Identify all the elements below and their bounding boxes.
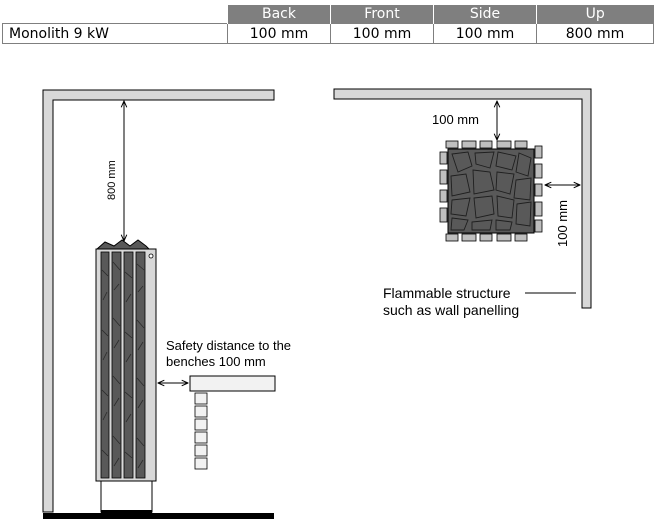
back-distance-label: 100 mm	[432, 112, 479, 127]
bench-leg-slat	[194, 405, 208, 418]
corner-wall	[333, 88, 592, 309]
cell-side: 100 mm	[433, 23, 537, 44]
heater-top	[439, 140, 543, 242]
floor-line	[43, 513, 274, 519]
stone-column-2	[111, 251, 122, 479]
top-view: 100 mm 100 mm	[333, 88, 592, 318]
side-distance-label: 100 mm	[555, 200, 570, 247]
stone-texture	[101, 261, 145, 469]
header-back: Back	[227, 5, 331, 24]
heater-foot	[101, 510, 152, 513]
flammable-label-line1: Flammable structure	[383, 285, 511, 301]
bench-distance-label-line1: Safety distance to the	[166, 338, 291, 353]
bench-leg-slat	[194, 444, 208, 457]
bench-leg-slat	[194, 418, 208, 431]
table-row: Monolith 9 kW 100 mm 100 mm 100 mm 800 m…	[2, 23, 654, 44]
stone-column-4	[135, 251, 146, 479]
heater-light	[148, 253, 154, 259]
header-front: Front	[330, 5, 434, 24]
stone-shapes	[450, 151, 532, 231]
flammable-label-line2: such as wall panelling	[383, 302, 519, 318]
up-distance-label: 800 mm	[106, 160, 118, 200]
bench-leg-slat	[194, 457, 208, 470]
header-side: Side	[433, 5, 537, 24]
heater-base	[100, 480, 153, 513]
outer-stones	[439, 140, 543, 242]
header-up: Up	[536, 5, 654, 24]
side-wall	[42, 89, 275, 513]
clearance-table: Back Front Side Up Monolith 9 kW 100 mm …	[2, 5, 654, 44]
table-header-row: Back Front Side Up	[2, 5, 654, 24]
stone-column-1	[100, 251, 110, 479]
heater-side	[95, 239, 157, 513]
bench	[189, 375, 276, 470]
cell-front: 100 mm	[330, 23, 434, 44]
cell-model: Monolith 9 kW	[2, 23, 228, 44]
bench-leg-slat	[194, 431, 208, 444]
bench-leg-slat	[194, 392, 208, 405]
cell-up: 800 mm	[536, 23, 654, 44]
header-model	[2, 5, 228, 24]
side-view: 800 mm Safety distance to the benches 10…	[42, 89, 291, 519]
stone-column-3	[123, 251, 134, 479]
bench-distance-label-line2: benches 100 mm	[166, 354, 266, 369]
cell-back: 100 mm	[227, 23, 331, 44]
bench-top	[189, 375, 276, 392]
